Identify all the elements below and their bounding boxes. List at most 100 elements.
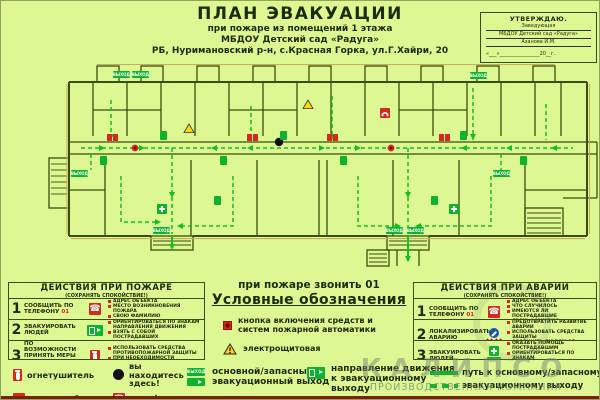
- windows: [66, 63, 591, 240]
- direction-arrows: [99, 134, 557, 262]
- legend-label: направление движения к эвакуационному вы…: [331, 364, 455, 394]
- step-bullets: ИСПОЛЬЗОВАТЬ СРЕДСТВА ПРОТИВОПОЖАРНОЙ ЗА…: [108, 346, 204, 359]
- accident-panel-header: ДЕЙСТВИЯ ПРИ АВАРИИ (СОХРАНЯТЬ СПОКОЙСТВ…: [414, 283, 596, 299]
- legend-label: электрощитовая: [243, 343, 321, 353]
- bullet-marker: [108, 305, 111, 309]
- bullet-marker: [507, 342, 510, 345]
- bullet-marker: [507, 300, 510, 303]
- svg-text:ВЫХОД: ВЫХОД: [407, 228, 425, 233]
- approval-date-line: «___»________________20__г.: [486, 51, 556, 57]
- svg-text:ВЫХОД: ВЫХОД: [71, 171, 89, 176]
- bullet-marker: [507, 352, 510, 356]
- fire-extinguisher-icon: [327, 134, 338, 141]
- electrical-warning-icon: [223, 343, 237, 355]
- step-number: 3: [416, 348, 427, 360]
- electrical-warning-icon: [183, 123, 195, 133]
- accident-panel-subtitle: (СОХРАНЯТЬ СПОКОЙСТВИЕ!): [463, 293, 547, 299]
- step-bullets: АДРЕС ОБЪЕКТА МЕСТО ВОЗНИКНОВЕНИЯ ПОЖАРА…: [108, 299, 204, 319]
- bullet-marker: [108, 357, 111, 359]
- svg-text:ВЫХОД: ВЫХОД: [386, 228, 404, 233]
- phone-icon: [380, 108, 390, 118]
- fire-extinguisher-icon: [107, 134, 118, 141]
- header-line-1: при пожаре из помещений 1 этажа: [207, 24, 393, 34]
- mandatory-sign-icon: [489, 328, 499, 339]
- fire-actions-panel: ДЕЙСТВИЯ ПРИ ПОЖАРЕ (СОХРАНЯТЬ СПОКОЙСТВ…: [8, 282, 205, 360]
- fire-row-3: 3 ПО ВОЗМОЖНОСТИ ПРИНЯТЬ МЕРЫ ПО ТУШЕНИЮ…: [9, 341, 204, 360]
- exit-sign: ВЫХОД: [386, 227, 404, 234]
- legend-label: огнетушитель: [27, 369, 95, 380]
- approval-organization: МБДОУ Детский сад «Радуга»: [486, 31, 591, 39]
- header-line-3: РБ, Нуримановский р-н, с.Красная Горка, …: [151, 46, 449, 56]
- plan-symbols-legend: огнетушитель вы находитесь здесь! пожарн…: [13, 361, 207, 399]
- bullet-text: АДРЕС ОБЪЕКТА: [512, 299, 557, 304]
- electrical-warning-icon: [302, 99, 314, 109]
- step-number: 3: [11, 348, 22, 360]
- svg-text:ВЫХОД: ВЫХОД: [113, 72, 131, 77]
- approval-title: УТВЕРЖДАЮ.: [509, 15, 568, 23]
- fire-row-2: 2 ЭВАКУИРОВАТЬ ЛЮДЕЙ ОРИЕНТИРОВАТЬСЯ ПО …: [9, 320, 204, 341]
- bullet-marker: [507, 321, 510, 324]
- bullet-text: ИМЕЮТСЯ ЛИ ПОСТРАДАВШИЕ: [512, 309, 557, 320]
- exit-run-icon: [487, 357, 501, 359]
- legend-label: кнопка включения средств и систем пожарн…: [238, 316, 376, 334]
- phone-icon: [89, 303, 101, 316]
- fire-panel-title: ДЕЙСТВИЯ ПРИ ПОЖАРЕ: [40, 283, 173, 293]
- fire-extinguisher-icon: [90, 349, 100, 359]
- exit-sign: ВЫХОД: [71, 170, 89, 177]
- floor-plan: ВЫХОД ВЫХОД ВЫХОД ВЫХОД ВЫХОД ВЫХОД ВЫХО…: [48, 63, 598, 267]
- bullet-marker: [108, 315, 111, 319]
- fire-extinguisher-icon: [247, 134, 258, 141]
- approval-position: Заведующая: [486, 23, 591, 31]
- step-action: СООБЩИТЬ ПО ТЕЛЕФОНУ 01: [429, 306, 481, 318]
- first-aid-icon: [489, 346, 499, 357]
- first-aid-icon: [157, 204, 167, 214]
- bullet-text: ОКАЗАТЬ ПОМОЩЬ ПОСТРАДАВШИМ: [512, 341, 565, 352]
- fire-row-1: 1 СООБЩИТЬ ПО ТЕЛЕФОНУ 01 АДРЕС ОБЪЕКТА …: [9, 299, 204, 320]
- svg-text:ВЫХОД: ВЫХОД: [132, 72, 150, 77]
- bullet-marker: [108, 331, 111, 335]
- step-number: 2: [11, 322, 22, 339]
- direction-legend: направление движения к эвакуационному вы…: [307, 364, 455, 394]
- path-legend-row-dashed: эвакуационному выходу: [430, 381, 598, 391]
- step-action: ЭВАКУИРОВАТЬ ЛЮДЕЙ: [24, 324, 76, 337]
- path-legend: путь к основному/запасному эвакуационном…: [430, 368, 600, 394]
- step-action: СООБЩИТЬ ПО ТЕЛЕФОНУ 01: [24, 303, 82, 315]
- exit-sign-icons: ВЫХОД: [187, 368, 205, 386]
- phone-icon: [488, 305, 500, 318]
- exit-run-icon: [307, 367, 325, 379]
- step-number: 2: [416, 327, 427, 341]
- phone-icon: [113, 392, 125, 399]
- door-exit-icons: [100, 131, 527, 205]
- fire-panel-header: ДЕЙСТВИЯ ПРИ ПОЖАРЕ (СОХРАНЯТЬ СПОКОЙСТВ…: [9, 283, 204, 299]
- legend-label: основной/запасный эвакуационный выход: [212, 367, 330, 387]
- bullet-marker: [108, 300, 111, 303]
- bullet-marker: [108, 346, 111, 350]
- fire-extinguisher-icon: [439, 134, 450, 141]
- approval-name: Азанова И.М.: [486, 39, 591, 47]
- legend-label: вы находитесь здесь!: [129, 361, 184, 388]
- bullet-text: ЧТО СЛУЧИЛОСЬ: [512, 304, 558, 310]
- exit-sign-icon: ВЫХОД: [187, 368, 206, 376]
- legend-item-extinguisher: огнетушитель: [13, 362, 113, 388]
- exit-signs-legend: ВЫХОД основной/запасный эвакуационный вы…: [187, 367, 329, 387]
- path-legend-row-solid: путь к основному/запасному: [430, 368, 600, 378]
- svg-text:ВЫХОД: ВЫХОД: [153, 228, 171, 233]
- legend-item-fire-button: кнопка включения средств и систем пожарн…: [207, 316, 411, 334]
- bullet-text: ОРИЕНТИРОВАТЬСЯ ПО ЗНАКАМ НАПРАВЛЕНИЯ ДВ…: [113, 320, 200, 331]
- legend-label: путь к основному/запасному: [462, 368, 600, 378]
- step-action-text: СООБЩИТЬ ПО ТЕЛЕФОНУ: [429, 305, 479, 318]
- accident-actions-panel: ДЕЙСТВИЯ ПРИ АВАРИИ (СОХРАНЯТЬ СПОКОЙСТВ…: [413, 282, 597, 360]
- bullet-text: СВОЮ ФАМИЛИЮ: [113, 314, 161, 320]
- bullet-text: АДРЕС ОБЪЕКТА: [113, 299, 158, 304]
- exit-run-icon: [87, 324, 103, 336]
- bullet-marker: [108, 321, 111, 324]
- emergency-number: 01: [466, 311, 475, 318]
- approval-box: УТВЕРЖДАЮ. Заведующая МБДОУ Детский сад …: [480, 12, 597, 63]
- step-bullets: ОКАЗАТЬ ПОМОЩЬ ПОСТРАДАВШИМ ОРИЕНТИРОВАТ…: [507, 341, 596, 359]
- exit-sign: ВЫХОД: [407, 227, 425, 234]
- bullet-marker: [507, 310, 510, 314]
- header-line-2: МБДОУ Детский сад «Радуга»: [220, 35, 380, 45]
- step-action: ЭВАКУИРОВАТЬ ЛЮДЕЙ: [429, 350, 481, 360]
- step-bullets: АДРЕС ОБЪЕКТА ЧТО СЛУЧИЛОСЬ ИМЕЮТСЯ ЛИ П…: [507, 299, 596, 320]
- fire-alarm-button-icon: [131, 144, 139, 152]
